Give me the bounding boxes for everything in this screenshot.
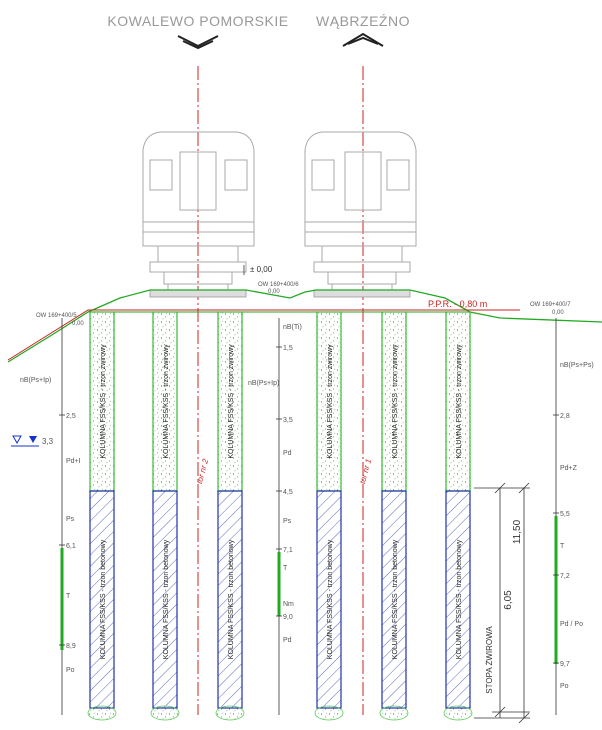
direction-arrow-down-icon xyxy=(177,35,219,50)
profile-label-left: 2,5 xyxy=(66,413,76,420)
rail-top-elevation: ± 0,00 xyxy=(250,265,273,274)
ow-left-value: 0,00 xyxy=(72,321,84,327)
profile-label-left: 8,9 xyxy=(66,643,76,650)
profile-label-right: 9,7 xyxy=(560,661,570,668)
column-lower-label: KOLUMNA FSS/KSS - trzon betonowy xyxy=(163,539,170,659)
gravel-foot xyxy=(87,705,117,721)
profile-label-right: 5,5 xyxy=(560,511,570,518)
train-left-icon xyxy=(142,131,255,292)
profile-label-left: Pd+I xyxy=(66,458,81,465)
gravel-foot xyxy=(379,705,409,721)
profile-label-right: Po xyxy=(560,683,569,690)
profile-label-right: 2,8 xyxy=(560,413,570,420)
concrete-shaft xyxy=(89,490,115,709)
dimension-lines xyxy=(474,482,530,724)
profile-label-left: 6,1 xyxy=(66,543,76,550)
gravel-shaft xyxy=(217,311,243,492)
concrete-shaft xyxy=(381,490,407,709)
gravel-shaft xyxy=(316,311,342,492)
ppr-line xyxy=(7,309,520,361)
concrete-shaft xyxy=(316,490,342,709)
profile-label-middle: Pd xyxy=(283,450,292,457)
direction-left-label: KOWALEWO POMORSKIE xyxy=(107,13,288,29)
dimension-lower: 6,05 xyxy=(503,590,514,610)
column-upper-label: KOLUMNA FSS/KSS - trzon żwirowy xyxy=(100,344,107,459)
gravel-foot xyxy=(443,705,473,721)
concrete-shaft xyxy=(152,490,178,709)
profile-label-right: Pd+Z xyxy=(560,465,578,472)
gravel-foot xyxy=(150,705,180,721)
profile-label-right: T xyxy=(560,543,565,550)
profile-label-middle: T xyxy=(283,565,288,572)
profile-label-middle: Ps xyxy=(283,518,292,525)
profile-label-middle: 3,5 xyxy=(283,417,293,424)
ppr-label: P.P.R. - 0,80 m xyxy=(428,299,487,309)
column-upper-label: KOLUMNA FSS/KSS - trzon żwirowy xyxy=(392,344,399,459)
profile-label-middle: nB(Ti) xyxy=(283,324,302,331)
track-label-right: tor nr 1 xyxy=(358,458,373,485)
ground-line xyxy=(7,289,602,363)
profile-label-left: nB(Ps+Ip) xyxy=(20,377,51,384)
profile-label-middle: nB(Ps+Ip) xyxy=(248,380,279,387)
profile-label-middle: 1,5 xyxy=(283,345,293,352)
sleeper-right xyxy=(313,289,411,298)
concrete-shaft xyxy=(445,490,471,709)
profile-label-right: 7,2 xyxy=(560,573,570,580)
profile-label-left: Po xyxy=(66,667,75,674)
column-upper-label: KOLUMNA FSS/KSS - trzon żwirowy xyxy=(163,344,170,459)
train-right-icon xyxy=(304,131,417,292)
gravel-shaft xyxy=(445,311,471,492)
profile-label-middle: 9,0 xyxy=(283,614,293,621)
column-upper-label: KOLUMNA FSS/KSS - trzon żwirowy xyxy=(456,344,463,459)
column-lower-label: KOLUMNA FSS/KSS - trzon betonowy xyxy=(392,539,399,659)
profile-label-middle: Pd xyxy=(283,637,292,644)
profile-label-right: Pd / Po xyxy=(560,621,583,628)
profile-label-left: T xyxy=(66,593,71,600)
direction-arrow-up-icon xyxy=(342,32,384,47)
column-upper-label: KOLUMNA FSS/KSS - trzon żwirowy xyxy=(228,344,235,459)
gravel-foot xyxy=(215,705,245,721)
direction-right-label: WĄBRZEŹNO xyxy=(316,13,410,29)
profile-label-middle: Nm xyxy=(283,601,294,608)
groundwater-depth: 3,3 xyxy=(42,437,54,446)
column-upper-label: KOLUMNA FSS/KSS - trzon żwirowy xyxy=(327,344,334,459)
ow-right-value: 0,00 xyxy=(552,310,564,316)
profile-label-right: nB(Ps+Ps) xyxy=(560,362,594,369)
ow-left-label: OW 169+400/5 xyxy=(36,313,77,319)
ow-mid-value: 0,00 xyxy=(268,289,280,295)
sleeper-left xyxy=(149,289,247,298)
gravel-shaft xyxy=(89,311,115,492)
gravel-foot-label: STOPA ŻWIROWA xyxy=(485,626,494,694)
column-lower-label: KOLUMNA FSS/KSS - trzon betonowy xyxy=(456,539,463,659)
concrete-shaft xyxy=(217,490,243,709)
ow-mid-label: OW 169+400/6 xyxy=(258,282,299,288)
column-lower-label: KOLUMNA FSS/KSS - trzon betonowy xyxy=(327,539,334,659)
profile-label-middle: 7,1 xyxy=(283,547,293,554)
column-lower-label: KOLUMNA FSS/KSS - trzon betonowy xyxy=(228,539,235,659)
column-lower-label: KOLUMNA FSS/KSS - trzon betonowy xyxy=(100,539,107,659)
gravel-foot xyxy=(314,705,344,721)
gravel-shaft xyxy=(152,311,178,492)
groundwater-icon xyxy=(11,435,39,447)
track-label-left: tor nr 2 xyxy=(195,457,210,484)
ow-right-label: OW 169+400/7 xyxy=(530,302,571,308)
profile-label-middle: 4,5 xyxy=(283,489,293,496)
dimension-total: 11,50 xyxy=(512,519,523,544)
borehole-profiles: nB(Ps+Ip)2,5Pd+IPs6,1T8,9PonB(Ps+Ip)nB(T… xyxy=(20,324,594,690)
profile-label-left: Ps xyxy=(66,516,75,523)
gravel-shaft xyxy=(381,311,407,492)
